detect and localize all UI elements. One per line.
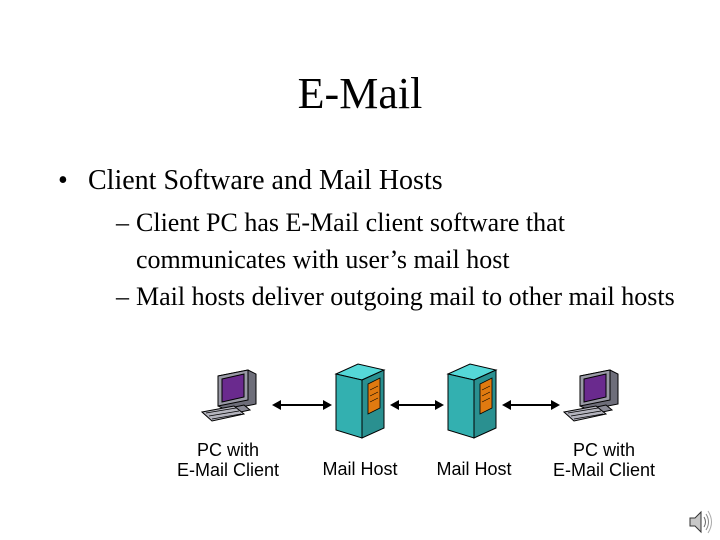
double-arrow-icon	[390, 400, 444, 410]
pc-icon	[562, 369, 619, 422]
node-label-line1: Mail Host	[322, 459, 398, 479]
server-tower-icon	[334, 363, 386, 439]
bullet-level2-text: Mail hosts deliver outgoing mail to othe…	[136, 282, 675, 311]
node-label-line1: PC with	[572, 440, 635, 460]
node-label-line1: Mail Host	[436, 459, 512, 479]
node-label-line1: PC with	[196, 440, 259, 460]
speaker-icon[interactable]	[688, 508, 714, 536]
bullet-level2-text: Client PC has E-Mail client software tha…	[136, 208, 565, 274]
node-label: Mail Host	[424, 459, 524, 479]
slide-title: E-Mail	[297, 69, 423, 118]
double-arrow-icon	[502, 400, 560, 410]
node-label-line2: E-Mail Client	[176, 460, 280, 480]
bullet-dash: –	[116, 208, 129, 237]
bullet-dot: •	[58, 165, 68, 196]
node-label: PC with E-Mail Client	[536, 440, 672, 480]
pc-icon	[200, 369, 257, 422]
node-label-line2: E-Mail Client	[552, 460, 656, 480]
bullet-level1-text: Client Software and Mail Hosts	[88, 165, 443, 196]
node-label: Mail Host	[310, 459, 410, 479]
bullet-dash: –	[116, 282, 129, 311]
server-tower-icon	[446, 363, 498, 439]
double-arrow-icon	[272, 400, 332, 410]
node-label: PC with E-Mail Client	[160, 440, 296, 480]
